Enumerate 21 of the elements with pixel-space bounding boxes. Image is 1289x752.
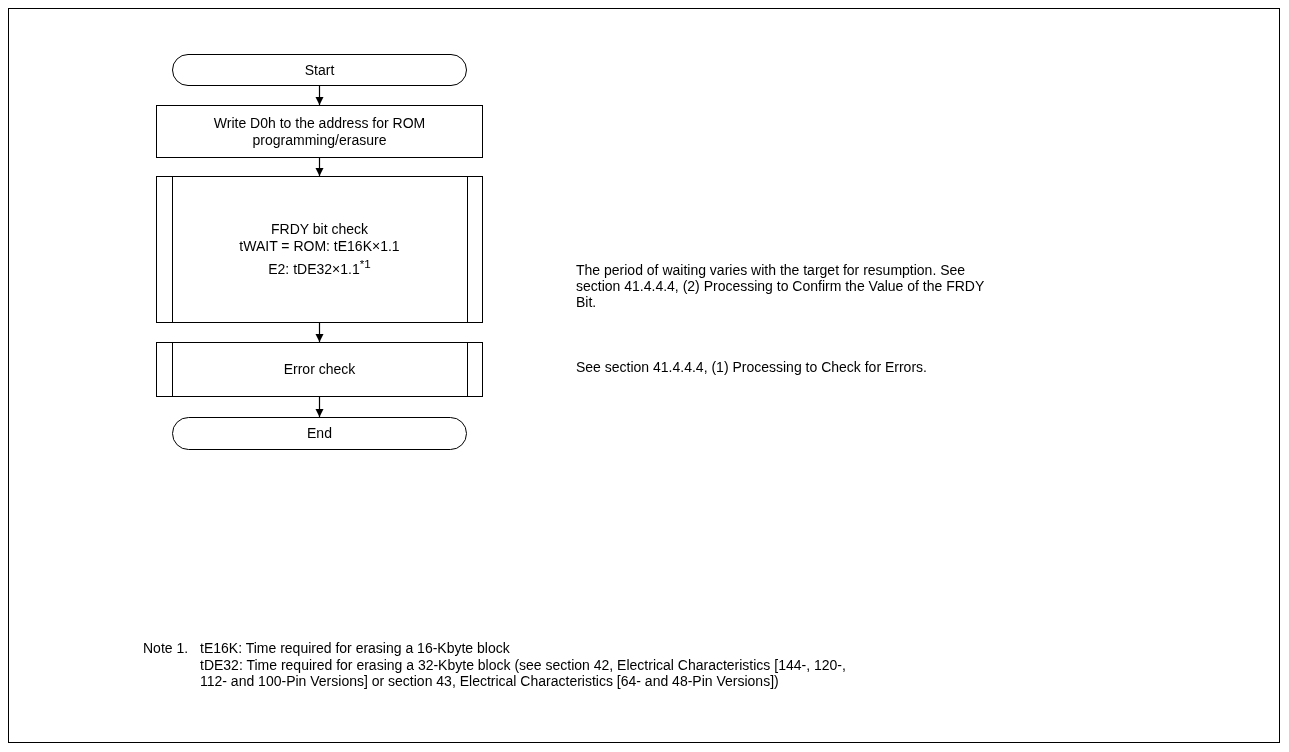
subprocess-box xyxy=(156,342,483,397)
arrow xyxy=(315,322,324,343)
subprocess-box xyxy=(156,176,483,323)
note-text: tE16K: Time required for erasing a 16-Kbyte block xyxy=(200,640,511,656)
terminal-shape xyxy=(172,54,467,86)
node-text: Write D0h to the address for ROM programming/erasure xyxy=(212,114,427,149)
process-box xyxy=(156,105,483,158)
node-text: FRDY bit check xyxy=(271,221,368,239)
annotation-text: See section 41.4.4.4, (1) Processing to Check for Errors. xyxy=(576,359,928,375)
annotation-text: The period of waiting varies with the target for resumption. See section 41.4.4.4, (2) Processing to Confirm the Value of the FRDY Bit. xyxy=(576,262,986,310)
node-text: tWAIT = ROM: tE16K×1.1 xyxy=(239,238,400,256)
terminal-shape xyxy=(172,417,467,450)
note-text: tDE32: Time required for erasing a 32-Kbyte block (see section 42, Electrical Characteristics [144-, 120-, 112- and 100-Pin Versions] or section 43, Electrical Characteristics [64- and 48-Pin Versions]) xyxy=(200,657,847,689)
arrow xyxy=(315,157,324,177)
node-text: End xyxy=(307,425,332,442)
arrow xyxy=(315,85,324,106)
node-text: Start xyxy=(304,61,335,79)
note-text: Note 1. xyxy=(143,640,190,656)
node-text: E2: tDE32×1.1$^{*1}$ xyxy=(268,256,371,278)
node-text: Error check xyxy=(283,361,356,378)
arrow xyxy=(315,396,324,418)
